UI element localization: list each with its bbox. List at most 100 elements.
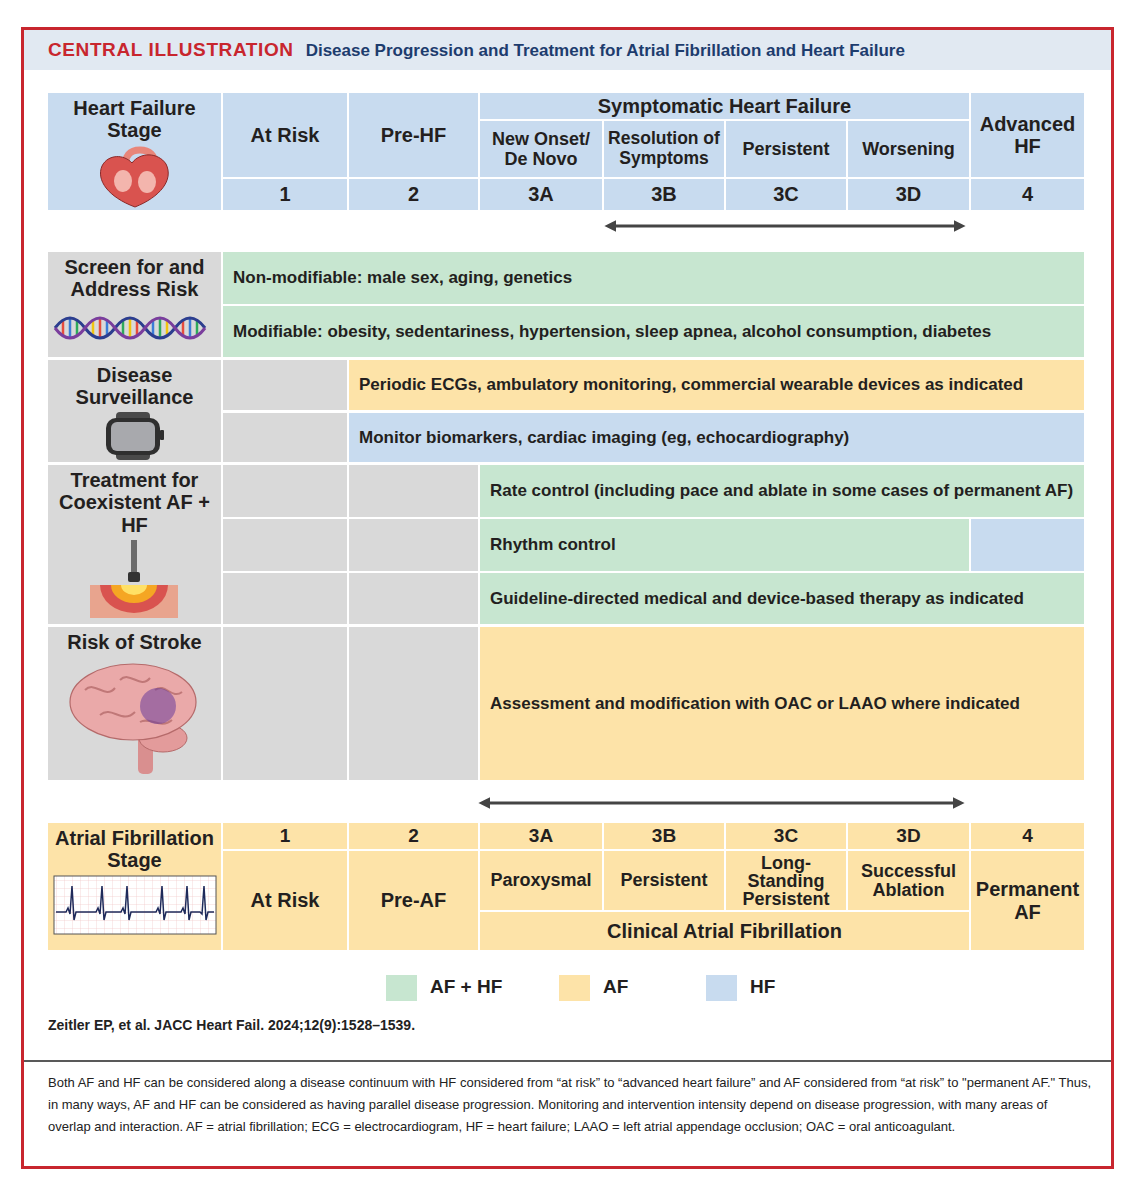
cell-text: Symptomatic Heart Failure <box>598 95 851 117</box>
cell-text: Persistent <box>620 870 707 890</box>
illustration-label: CENTRAL ILLUSTRATION <box>48 39 294 61</box>
row-label-cell: Treatment for Coexistent AF + HF <box>48 465 221 624</box>
cell-text: Assessment and modification with OAC or … <box>490 694 1020 713</box>
stage-cell: Resolution of Symptoms <box>604 121 724 177</box>
dna-rung <box>106 321 109 335</box>
cell-text: Pre-HF <box>381 124 447 146</box>
therapy-bar: Modifiable: obesity, sedentariness, hype… <box>223 306 1084 357</box>
stage-cell: Paroxysmal <box>480 851 602 910</box>
cell-text: 4 <box>1022 183 1033 205</box>
cell-text: Risk of Stroke <box>67 631 201 653</box>
cell-text: Worsening <box>862 139 955 159</box>
cell-text: Heart Failure Stage <box>51 97 218 142</box>
stage-number-cell: 3B <box>604 179 724 210</box>
empty-cell <box>349 573 478 624</box>
label-ground <box>48 252 221 357</box>
cell-text: 3D <box>896 825 920 846</box>
legend-swatch <box>386 975 417 1001</box>
catheter-tip <box>128 572 140 582</box>
cell-text: Clinical Atrial Fibrillation <box>607 920 842 942</box>
therapy-bar: Monitor biomarkers, cardiac imaging (eg,… <box>349 413 1084 462</box>
heart-body <box>100 155 168 207</box>
dna-rung <box>62 321 65 335</box>
legend-text: HF <box>750 976 775 998</box>
label-ground <box>48 823 221 950</box>
label-ground <box>48 360 221 462</box>
dna-rung <box>69 318 72 338</box>
empty-cell <box>223 627 347 780</box>
cell-text: 3C <box>774 825 798 846</box>
dna-rung <box>182 321 185 335</box>
dna-rung <box>189 318 192 338</box>
legend-text: AF <box>603 976 628 998</box>
row-label-cell: Screen for and Address Risk <box>48 252 221 357</box>
row-label-cell: Atrial Fibrillation Stage <box>48 823 221 950</box>
stage-cell: At Risk <box>223 93 347 177</box>
cell-text: 4 <box>1022 825 1033 846</box>
watch-button <box>160 430 164 440</box>
stage-number-cell: 1 <box>223 823 347 849</box>
stage-number-cell: 3C <box>726 179 846 210</box>
heart-chamber <box>114 170 132 192</box>
hf-only-cell <box>971 519 1084 571</box>
cell-text: Screen for and Address Risk <box>51 256 218 301</box>
dna-rung <box>92 321 95 335</box>
therapy-bar: Assessment and modification with OAC or … <box>480 627 1084 780</box>
stage-number-cell: 1 <box>223 179 347 210</box>
stage-number-cell: 3D <box>848 179 969 210</box>
stage-cell: New Onset/ De Novo <box>480 121 602 177</box>
stage-number-cell: 3B <box>604 823 724 849</box>
stage-cell: Long-Standing Persistent <box>726 851 846 910</box>
stage-number-cell: 2 <box>349 823 478 849</box>
citation-text: Zeitler EP, et al. JACC Heart Fail. 2024… <box>48 1017 415 1033</box>
stage-cell: Persistent <box>604 851 724 910</box>
legend-swatch <box>706 975 737 1001</box>
cell-text: Long-Standing Persistent <box>730 854 842 908</box>
cell-text: Guideline-directed medical and device-ba… <box>490 589 1024 608</box>
label-ground <box>48 627 221 780</box>
dna-rung <box>122 321 125 335</box>
cell-text: Permanent AF <box>975 878 1080 923</box>
dna-rung <box>166 321 169 335</box>
figure-title: Disease Progression and Treatment for At… <box>306 41 905 61</box>
cell-text: 3A <box>529 825 553 846</box>
empty-cell <box>223 465 347 517</box>
stage-cell: Pre-AF <box>349 851 478 950</box>
stage-cell: Persistent <box>726 121 846 177</box>
row-label-cell: Heart Failure Stage <box>48 93 221 210</box>
cell-text: Paroxysmal <box>490 870 591 890</box>
cell-text: 3B <box>651 183 677 205</box>
cell-text: Periodic ECGs, ambulatory monitoring, co… <box>359 375 1023 394</box>
therapy-bar: Rate control (including pace and ablate … <box>480 465 1084 517</box>
stage-cell: Advanced HF <box>971 93 1084 177</box>
empty-cell <box>223 519 347 571</box>
ablation-lesion <box>111 585 157 603</box>
empty-cell <box>349 627 478 780</box>
legend-swatch <box>559 975 590 1001</box>
cell-text: Rhythm control <box>490 535 616 554</box>
continuum-arrow <box>488 802 955 805</box>
stage-cell: At Risk <box>223 851 347 950</box>
cell-text: New Onset/ De Novo <box>484 129 598 169</box>
dna-rung <box>152 321 155 335</box>
dna-rung <box>196 321 199 335</box>
empty-cell <box>223 360 347 410</box>
title-band <box>24 30 1111 70</box>
cerebrum <box>70 664 196 740</box>
frame-border <box>23 29 1113 1168</box>
divider-line <box>24 1060 1111 1062</box>
ablation-lesion <box>100 585 168 613</box>
dna-strand <box>55 318 205 338</box>
dna-rung <box>99 318 102 338</box>
cell-text: 3B <box>652 825 676 846</box>
catheter-shaft <box>131 540 137 574</box>
stage-number-cell: 3C <box>726 823 846 849</box>
stage-number-cell: 3A <box>480 179 602 210</box>
heart-chamber <box>138 171 156 193</box>
therapy-bar: Guideline-directed medical and device-ba… <box>480 573 1084 624</box>
dna-rung <box>76 321 79 335</box>
row-label-cell: Disease Surveillance <box>48 360 221 462</box>
cell-text: Pre-AF <box>381 889 447 911</box>
cell-text: Advanced HF <box>975 113 1080 158</box>
